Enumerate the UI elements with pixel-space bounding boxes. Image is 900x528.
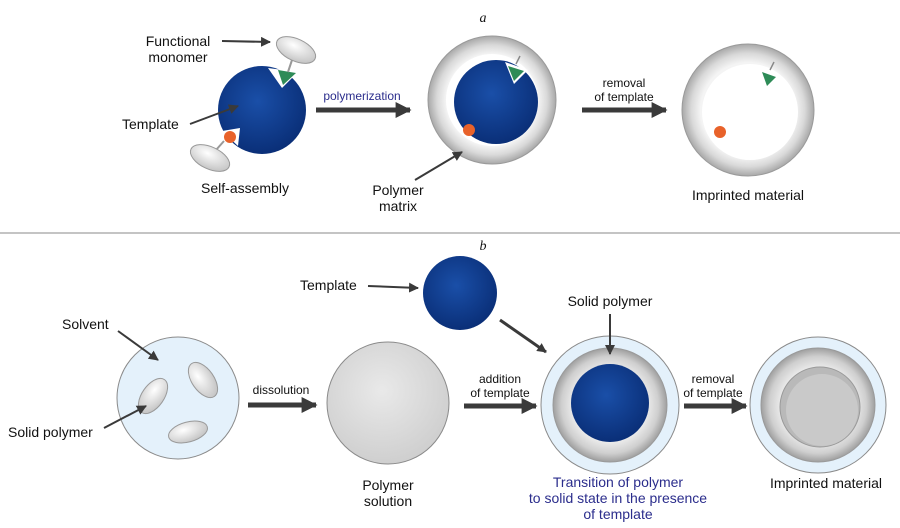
template-sphere-a — [218, 66, 306, 154]
functional-monomer-ellipse-bottom — [189, 144, 231, 172]
addition-label-2: of template — [470, 386, 530, 400]
green-functional-group-icon — [762, 72, 776, 86]
green-functional-group-icon — [508, 66, 524, 81]
removal-label-a-2: of template — [594, 90, 654, 104]
orange-functional-group-icon — [714, 126, 726, 138]
solvent-pointer — [117, 330, 159, 361]
functional-monomer-pointer — [221, 36, 271, 47]
polymer-matrix-label-2: matrix — [379, 198, 417, 214]
polymer-matrix-with-template — [427, 35, 557, 165]
template-sphere-b — [423, 256, 497, 330]
polymer-matrix-label-1: Polymer — [372, 182, 424, 198]
removal-label-a-1: removal — [603, 76, 646, 90]
orange-functional-group-icon — [463, 124, 475, 136]
transition-label-2: to solid state in the presence — [529, 490, 707, 506]
template-pointer-a — [189, 104, 239, 125]
removal-label-b-2: of template — [683, 386, 743, 400]
polymerization-label: polymerization — [323, 89, 400, 103]
panel-a-label: a — [480, 11, 487, 26]
addition-label-1: addition — [479, 372, 521, 386]
functional-monomer-ellipse-top — [275, 36, 317, 64]
solvent-with-solid-polymer — [116, 336, 240, 460]
imprinted-material-a — [681, 43, 815, 177]
template-label-b: Template — [300, 277, 357, 293]
transition-label-3: of template — [583, 506, 652, 522]
template-pointer-b — [367, 282, 419, 293]
polymer-matrix-pointer — [414, 151, 463, 181]
polymer-solution-label-1: Polymer — [362, 477, 414, 493]
panel-b-label: b — [480, 239, 487, 254]
solid-polymer-pointer-left — [103, 405, 147, 429]
polymer-solution-circle — [326, 341, 450, 465]
template-addition-arrow — [499, 318, 547, 354]
removal-label-b-1: removal — [692, 372, 735, 386]
green-functional-group-icon — [278, 70, 296, 85]
dissolution-label: dissolution — [253, 383, 310, 397]
transition-label-1: Transition of polymer — [553, 474, 684, 490]
imprinted-material-label-a: Imprinted material — [692, 187, 804, 203]
polymer-solution-label-2: solution — [364, 493, 412, 509]
solid-polymer-label-right: Solid polymer — [568, 293, 653, 309]
solvent-label: Solvent — [62, 316, 109, 332]
imprinted-material-label-b: Imprinted material — [770, 475, 882, 491]
orange-functional-group-icon — [224, 131, 236, 143]
solid-polymer-label-left: Solid polymer — [8, 424, 93, 440]
self-assembly-complex — [189, 36, 317, 172]
template-label-a: Template — [122, 116, 179, 132]
solid-polymer-with-template — [540, 335, 680, 475]
self-assembly-label: Self-assembly — [201, 180, 289, 196]
template-sphere-in-polymer — [571, 364, 649, 442]
functional-monomer-label-2: monomer — [148, 49, 207, 65]
functional-monomer-label-1: Functional — [146, 33, 211, 49]
imprinted-material-b — [749, 336, 887, 474]
